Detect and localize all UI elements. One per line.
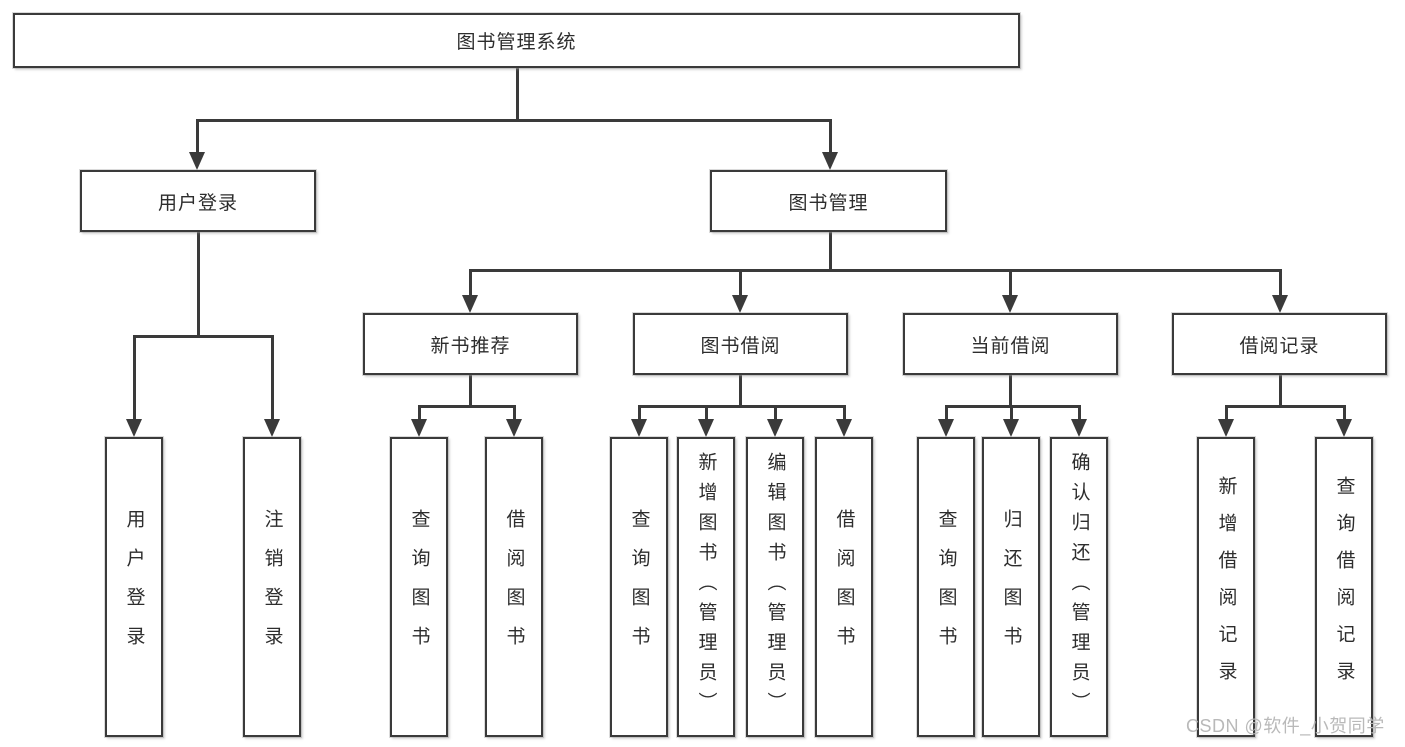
leaf-query-borrow-record: 查询借阅记录 — [1315, 437, 1373, 737]
connector-line — [197, 232, 200, 338]
connector-line — [638, 405, 641, 421]
connector-line — [945, 405, 948, 421]
arrowhead-icon — [264, 419, 280, 437]
connector-line — [1279, 375, 1282, 408]
arrowhead-icon — [767, 419, 783, 437]
connector-line — [469, 269, 472, 297]
connector-line — [513, 405, 516, 421]
node-current-borrow: 当前借阅 — [903, 313, 1118, 375]
connector-line — [418, 405, 516, 408]
connector-line — [739, 375, 742, 408]
leaf-add-borrow-record-label: 新增借阅记录 — [1215, 476, 1237, 698]
connector-line — [469, 375, 472, 408]
node-current-borrow-label: 当前借阅 — [970, 335, 1051, 357]
leaf-query-books-newbooks: 查询图书 — [390, 437, 448, 737]
connector-line — [1010, 405, 1013, 421]
arrowhead-icon — [1071, 419, 1087, 437]
arrowhead-icon — [411, 419, 427, 437]
node-book-mgmt-label: 图书管理 — [788, 192, 869, 214]
node-borrow-records: 借阅记录 — [1172, 313, 1387, 375]
leaf-confirm-return-admin-label: 确认归还（管理员） — [1068, 452, 1090, 722]
leaf-query-books-borrowing-label: 查询图书 — [628, 509, 650, 665]
connector-line — [1279, 269, 1282, 297]
connector-line — [843, 405, 846, 421]
leaf-borrow-books-newbooks-label: 借阅图书 — [503, 509, 525, 665]
node-root: 图书管理系统 — [13, 13, 1020, 68]
leaf-borrow-books-borrowing: 借阅图书 — [815, 437, 873, 737]
leaf-edit-book-admin-label: 编辑图书（管理员） — [764, 452, 786, 722]
node-book-borrow: 图书借阅 — [633, 313, 848, 375]
arrowhead-icon — [189, 152, 205, 170]
leaf-logout: 注销登录 — [243, 437, 301, 737]
connector-line — [418, 405, 421, 421]
connector-line — [271, 335, 274, 421]
connector-line — [196, 119, 832, 122]
connector-line — [1009, 269, 1012, 297]
leaf-add-borrow-record: 新增借阅记录 — [1197, 437, 1255, 737]
node-borrow-records-label: 借阅记录 — [1239, 335, 1320, 357]
leaf-add-book-admin-label: 新增图书（管理员） — [695, 452, 717, 722]
leaf-query-books-current-label: 查询图书 — [935, 509, 957, 665]
connector-line — [829, 119, 832, 154]
connector-line — [739, 269, 742, 297]
connector-line — [705, 405, 708, 421]
leaf-return-book-label: 归还图书 — [1000, 509, 1022, 665]
connector-line — [829, 232, 832, 272]
leaf-logout-label: 注销登录 — [261, 509, 283, 665]
arrowhead-icon — [506, 419, 522, 437]
leaf-query-books-borrowing: 查询图书 — [610, 437, 668, 737]
connector-line — [1009, 375, 1012, 408]
connector-line — [1225, 405, 1346, 408]
connector-line — [1343, 405, 1346, 421]
node-book-borrow-label: 图书借阅 — [700, 335, 781, 357]
leaf-return-book: 归还图书 — [982, 437, 1040, 737]
node-user-login: 用户登录 — [80, 170, 316, 232]
arrowhead-icon — [462, 295, 478, 313]
leaf-confirm-return-admin: 确认归还（管理员） — [1050, 437, 1108, 737]
connector-line — [516, 68, 519, 121]
arrowhead-icon — [836, 419, 852, 437]
connector-line — [469, 269, 1282, 272]
connector-line — [638, 405, 846, 408]
csdn-watermark: CSDN @软件_小贺同学 — [1186, 716, 1385, 736]
connector-line — [133, 335, 136, 421]
leaf-query-borrow-record-label: 查询借阅记录 — [1333, 476, 1355, 698]
leaf-borrow-books-newbooks: 借阅图书 — [485, 437, 543, 737]
arrowhead-icon — [938, 419, 954, 437]
arrowhead-icon — [698, 419, 714, 437]
arrowhead-icon — [1218, 419, 1234, 437]
node-book-mgmt: 图书管理 — [710, 170, 947, 232]
connector-line — [196, 119, 199, 154]
connector-line — [945, 405, 1081, 408]
node-root-label: 图书管理系统 — [456, 32, 577, 53]
arrowhead-icon — [732, 295, 748, 313]
arrowhead-icon — [1336, 419, 1352, 437]
connector-line — [1225, 405, 1228, 421]
leaf-user-login: 用户登录 — [105, 437, 163, 737]
connector-line — [1078, 405, 1081, 421]
leaf-query-books-current: 查询图书 — [917, 437, 975, 737]
arrowhead-icon — [822, 152, 838, 170]
connector-line — [774, 405, 777, 421]
node-new-books-label: 新书推荐 — [430, 335, 511, 357]
leaf-user-login-label: 用户登录 — [123, 509, 145, 665]
node-new-books: 新书推荐 — [363, 313, 578, 375]
arrowhead-icon — [631, 419, 647, 437]
leaf-edit-book-admin: 编辑图书（管理员） — [746, 437, 804, 737]
arrowhead-icon — [126, 419, 142, 437]
node-user-login-label: 用户登录 — [157, 192, 238, 214]
connector-line — [133, 335, 274, 338]
leaf-query-books-newbooks-label: 查询图书 — [408, 509, 430, 665]
leaf-add-book-admin: 新增图书（管理员） — [677, 437, 735, 737]
arrowhead-icon — [1272, 295, 1288, 313]
arrowhead-icon — [1002, 295, 1018, 313]
leaf-borrow-books-borrowing-label: 借阅图书 — [833, 509, 855, 665]
arrowhead-icon — [1003, 419, 1019, 437]
